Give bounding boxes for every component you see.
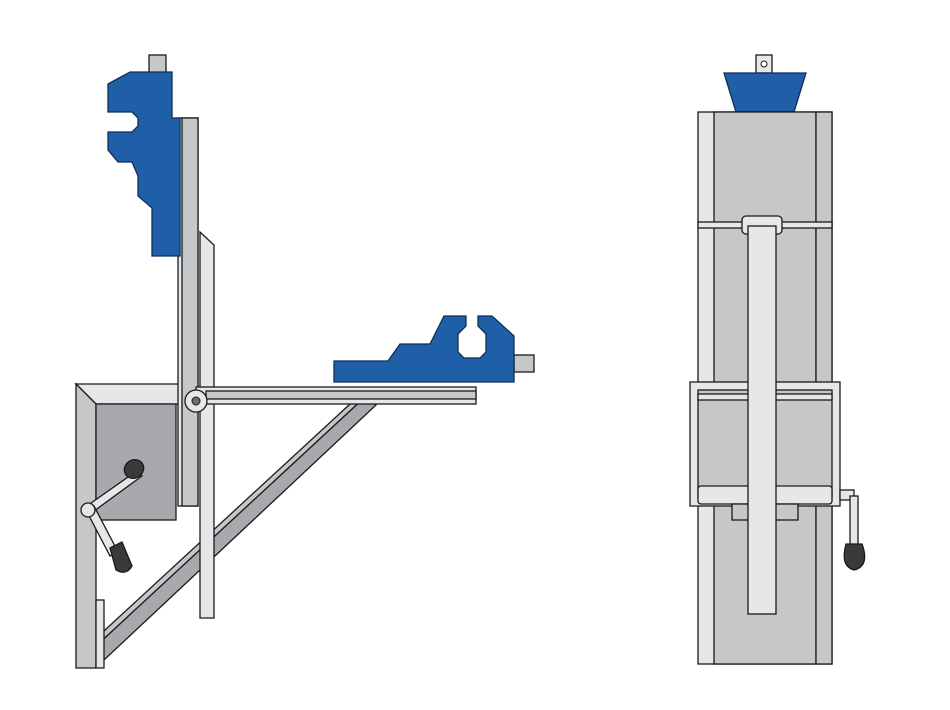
front-plate [199, 230, 215, 619]
front-crank-knob[interactable] [843, 543, 866, 571]
vertical-column [177, 117, 199, 507]
horizontal-vise-jaw [333, 315, 535, 383]
side-view [74, 54, 535, 669]
crank-knob-lower[interactable] [109, 541, 133, 573]
horizontal-arm [195, 386, 477, 405]
crank-knob-upper[interactable] [121, 456, 148, 482]
vertical-vise-jaw [107, 54, 181, 257]
crank-handle[interactable] [80, 456, 148, 573]
pivot-bolt [184, 389, 208, 413]
front-view [689, 54, 866, 665]
front-crank-handle[interactable] [839, 489, 866, 571]
slide-rail [747, 225, 777, 615]
top-vise-clamp [723, 54, 807, 113]
